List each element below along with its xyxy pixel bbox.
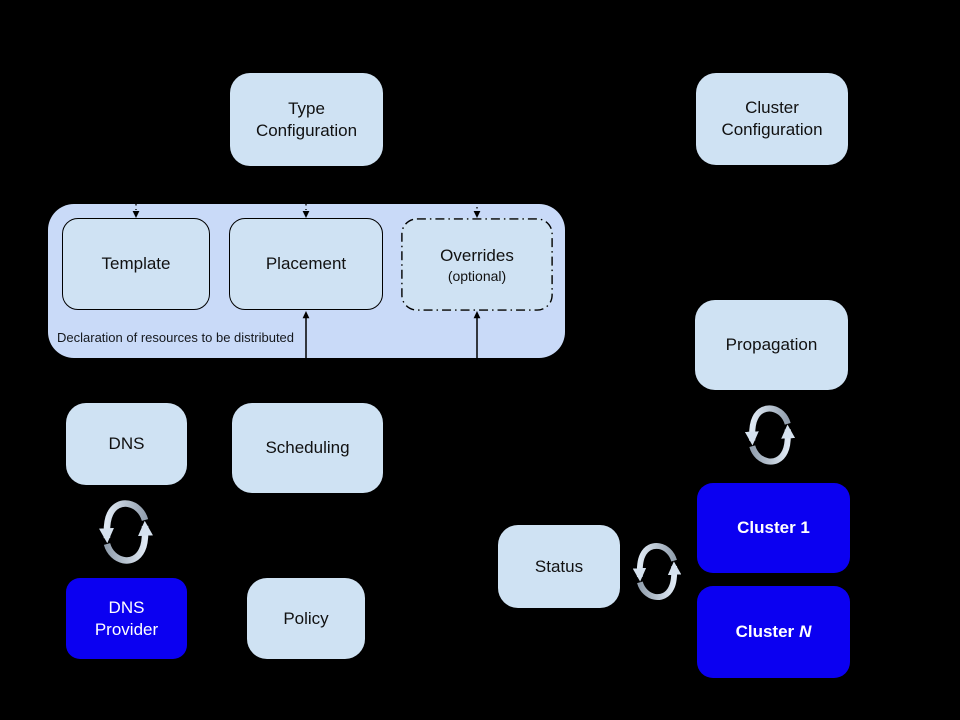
node-label: Policy — [283, 608, 329, 628]
node-label: Propagation — [725, 335, 818, 355]
node-label: Scheduling — [265, 438, 350, 458]
node-status: Status — [498, 525, 620, 608]
node-scheduling: Scheduling — [232, 403, 383, 493]
node-label: Cluster 1 — [737, 518, 810, 538]
node-label: Status — [534, 556, 584, 576]
node-label: Configuration — [255, 120, 358, 140]
sync-icon — [744, 405, 796, 465]
node-type-configuration: Type Configuration — [230, 73, 383, 166]
node-label: Provider — [94, 619, 159, 639]
declaration-caption: Declaration of resources to be distribut… — [57, 330, 295, 345]
sync-icon — [632, 543, 682, 600]
node-label: DNS — [108, 434, 145, 454]
node-dns: DNS — [66, 403, 187, 485]
node-placement: Placement — [229, 218, 383, 310]
node-template: Template — [62, 218, 210, 310]
sync-icon — [99, 500, 153, 564]
node-label: Placement — [265, 254, 347, 274]
node-cluster-1: Cluster 1 — [697, 483, 850, 573]
node-propagation: Propagation — [695, 300, 848, 390]
node-sublabel: (optional) — [447, 267, 507, 284]
node-policy: Policy — [247, 578, 365, 659]
node-overrides: Overrides (optional) — [401, 218, 553, 311]
node-label: Template — [101, 254, 171, 274]
node-label: Cluster — [745, 98, 799, 118]
node-label: DNS — [108, 597, 145, 617]
node-cluster-configuration: Cluster Configuration — [696, 73, 848, 165]
node-label: Configuration — [721, 120, 823, 139]
node-dns-provider: DNS Provider — [66, 578, 187, 659]
node-label: Type — [288, 98, 325, 118]
node-label: Overrides — [440, 246, 514, 266]
